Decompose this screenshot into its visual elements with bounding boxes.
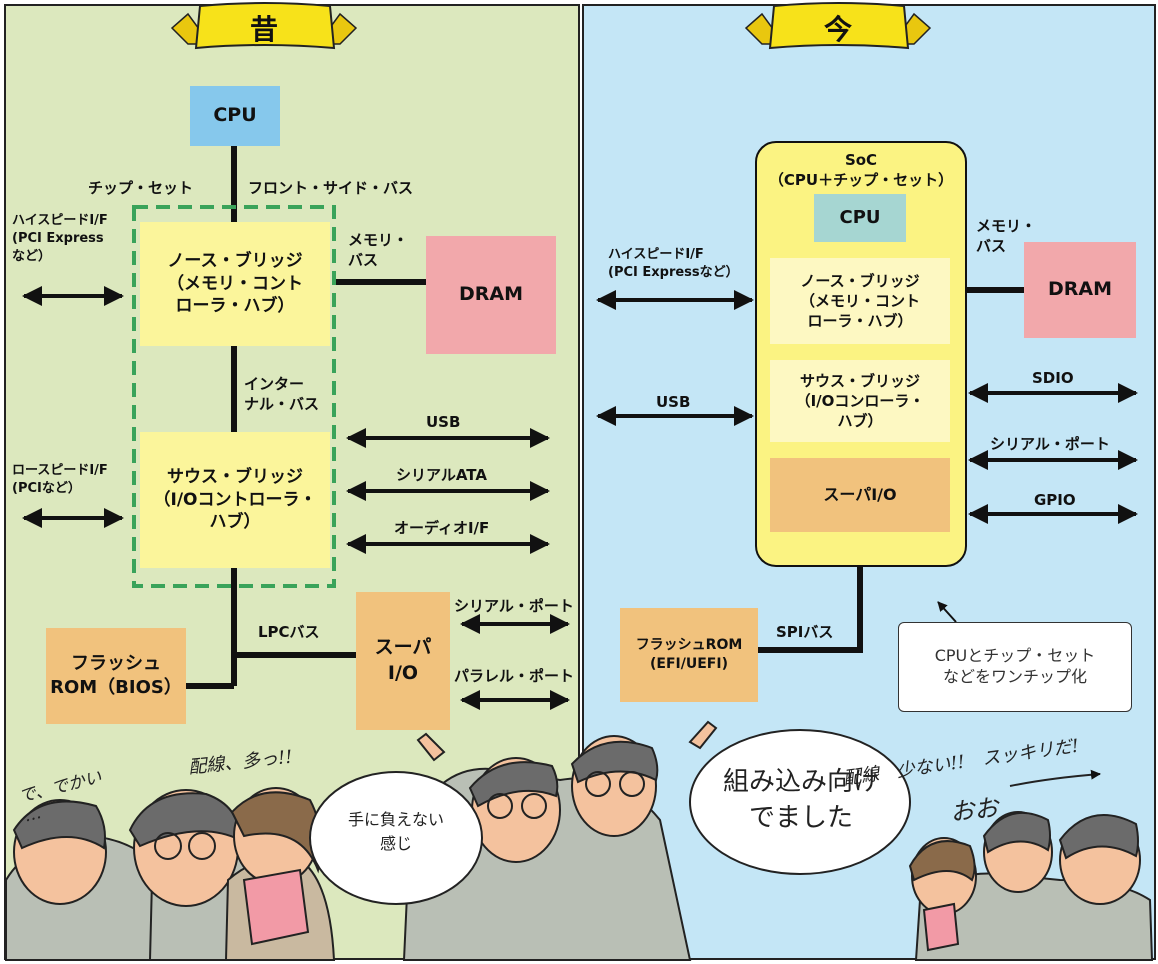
new-bus-lines [758, 287, 1024, 653]
sdio-label: SDIO [1032, 369, 1074, 387]
new-usb-label: USB [656, 393, 691, 411]
old-highspeed-if-label: ハイスピードI/F (PCI Express など） [12, 213, 108, 265]
speech-bubble-left [309, 771, 483, 905]
sata-label: シリアルATA [396, 466, 487, 484]
banner-new [744, 2, 932, 50]
new-memory-bus-label: メモリ・ バス [976, 217, 1037, 256]
banner-old [170, 2, 358, 50]
chipset-label: チップ・セット [88, 179, 194, 197]
old-dram-box: DRAM [426, 236, 556, 354]
banner-new-label: 今 [824, 13, 853, 46]
chipset-outline [132, 205, 336, 588]
old-lowspeed-if-label: ロースピードI/F (PCIなど） [12, 463, 108, 497]
old-flash-rom-box: フラッシュ ROM（BIOS） [46, 628, 186, 724]
internal-bus-label: インター ナル・バス [244, 375, 320, 414]
new-flash-rom-box: フラッシュROM (EFI/UEFI) [620, 608, 758, 702]
left-bubble-text: 手に負えない 感じ [347, 810, 444, 853]
speech-bubble-right [689, 729, 911, 875]
new-highspeed-if-label: ハイスピードI/F (PCI Expressなど） [608, 247, 739, 281]
gpio-label: GPIO [1034, 491, 1076, 509]
parallel-port-label: パラレル・ポート [454, 667, 575, 685]
old-southbridge-box: サウス・ブリッジ （I/Oコントローラ・ ハブ） [140, 432, 330, 568]
banner-old-label: 昔 [250, 13, 279, 46]
audio-if-label: オーディオI/F [394, 519, 490, 537]
doodle-arrow [1009, 769, 1101, 787]
new-cpu-box: CPU [814, 194, 906, 242]
old-serial-port-label: シリアル・ポート [454, 597, 574, 615]
new-southbridge-box: サウス・ブリッジ （I/Oコンローラ・ ハブ） [770, 360, 950, 442]
old-usb-label: USB [426, 413, 461, 431]
one-chip-note: CPUとチップ・セット などをワンチップ化 [898, 622, 1132, 712]
doodle-oh: おお [948, 793, 1000, 827]
new-serial-port-label: シリアル・ポート [990, 435, 1110, 453]
new-dram-box: DRAM [1024, 242, 1136, 338]
old-arrows [22, 286, 570, 710]
one-chip-note-text: CPUとチップ・セット などをワンチップ化 [934, 646, 1096, 686]
new-super-io-box: スーパI/O [770, 458, 950, 532]
old-bus-lines [186, 146, 426, 689]
old-northbridge-box: ノース・ブリッジ （メモリ・コント ローラ・ハブ） [140, 222, 330, 346]
lpc-bus-label: LPCバス [258, 623, 320, 641]
soc-title: SoC （CPU＋チップ・セット） [768, 151, 954, 190]
old-memory-bus-label: メモリ・ バス [348, 231, 409, 270]
old-super-io-box: スーパ I/O [356, 592, 450, 730]
spi-bus-label: SPIバス [776, 623, 834, 641]
cartoon-people-right [908, 811, 1154, 961]
fsb-label: フロント・サイド・バス [248, 179, 414, 197]
note-pointer [937, 601, 957, 623]
old-cpu-box: CPU [190, 86, 280, 146]
new-northbridge-box: ノース・ブリッジ （メモリ・コント ローラ・ハブ） [770, 258, 950, 344]
new-arrows [596, 290, 1138, 524]
right-bubble-text: 組み込み向け でました [722, 767, 879, 834]
